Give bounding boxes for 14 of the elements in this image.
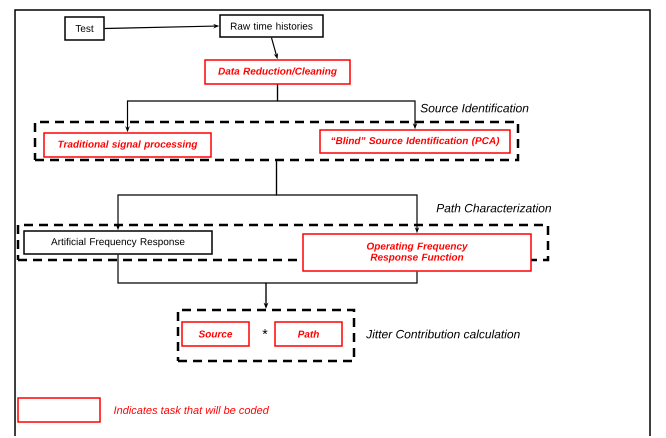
- task-box: “Blind” Source Identification (PCA): [319, 129, 511, 154]
- legend-text: Indicates task that will be coded: [114, 406, 270, 414]
- task-box: Source: [181, 321, 250, 347]
- process-box: Artificial Frequency Response: [23, 230, 213, 255]
- process-box: Test: [64, 16, 105, 41]
- task-box: Operating Frequency Response Function: [302, 233, 532, 272]
- operator-sign: *: [262, 329, 268, 334]
- node-label: Path Characterization: [436, 204, 552, 212]
- process-box: Raw time histories: [219, 14, 324, 38]
- node-label: Jitter Contribution calculation: [366, 330, 520, 338]
- task-box: Traditional signal processing: [43, 132, 212, 158]
- node-label: Source Identification: [420, 104, 528, 112]
- task-box: Path: [274, 321, 343, 347]
- task-box: Data Reduction/Cleaning: [204, 59, 351, 85]
